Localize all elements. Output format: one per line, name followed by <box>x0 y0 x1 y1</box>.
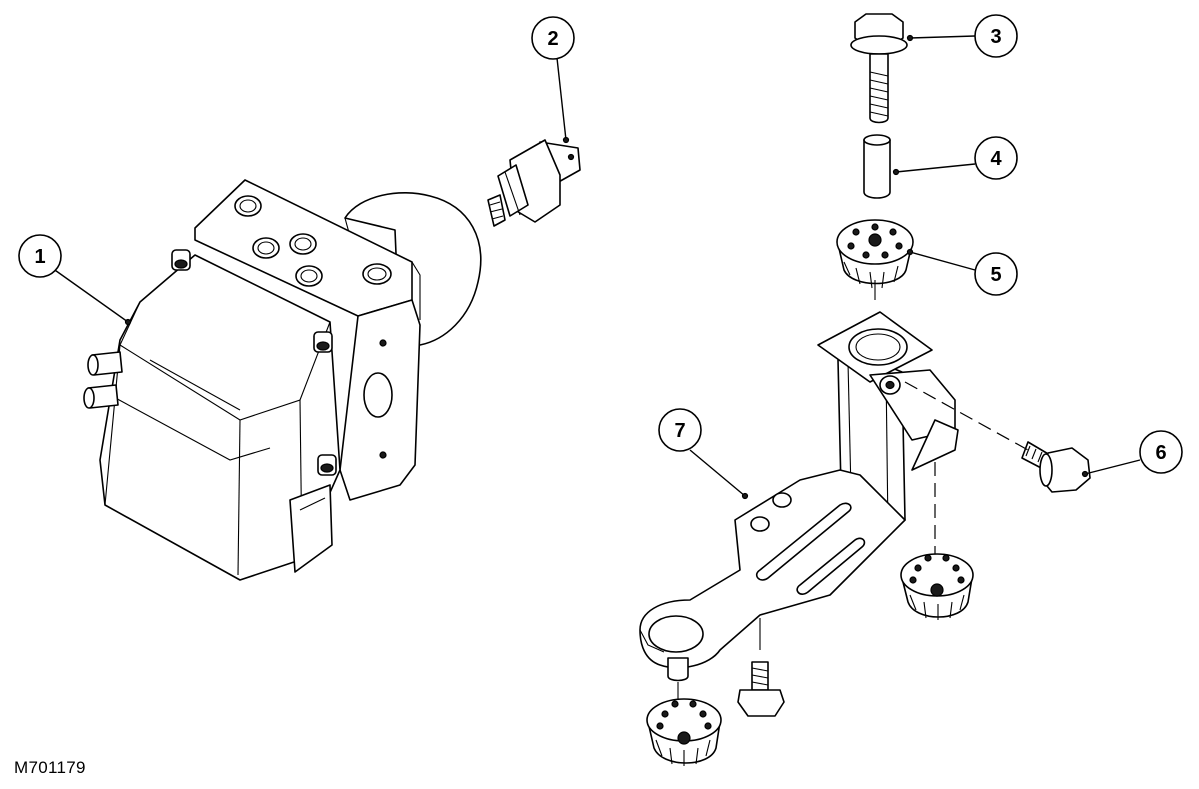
rubber-isolator-lower-left <box>646 698 722 766</box>
callout-1-label: 1 <box>34 246 45 268</box>
callout-3-label: 3 <box>990 26 1001 48</box>
callout-2: 2 <box>531 16 575 60</box>
figure-id: M701179 <box>14 758 86 777</box>
callout-7-label: 7 <box>674 420 685 442</box>
leader-lines <box>51 34 1141 500</box>
callout-5-label: 5 <box>990 264 1001 286</box>
callout-1: 1 <box>18 234 62 278</box>
callout-6: 6 <box>1139 430 1183 474</box>
callout-2-label: 2 <box>547 28 558 50</box>
spacer-sleeve <box>863 134 891 199</box>
rubber-isolator-upper <box>836 219 914 300</box>
mounting-bracket <box>639 311 959 700</box>
rubber-isolator-lower-right <box>900 462 974 620</box>
callout-4-label: 4 <box>990 148 1002 170</box>
mounting-bolt <box>850 13 908 124</box>
assembly-centerline <box>904 381 1029 451</box>
callout-7: 7 <box>658 408 702 452</box>
abs-modulator-unit <box>83 179 482 581</box>
lower-stud-bolt <box>737 618 785 717</box>
callout-3: 3 <box>974 14 1018 58</box>
callout-5: 5 <box>974 252 1018 296</box>
callout-4: 4 <box>974 136 1018 180</box>
callout-6-label: 6 <box>1155 442 1166 464</box>
brake-pressure-sensor <box>487 139 581 227</box>
side-bolt <box>1021 441 1091 493</box>
